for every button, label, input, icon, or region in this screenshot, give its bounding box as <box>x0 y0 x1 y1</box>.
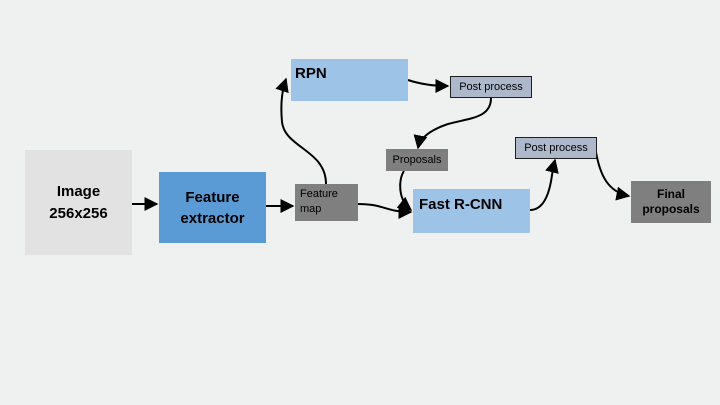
fast-rcnn-post-process-label: Post process <box>524 142 588 154</box>
final-proposals-label: Final proposals <box>642 187 700 216</box>
final-proposals-box: Final proposals <box>631 181 711 223</box>
image-input-label: Image 256x256 <box>49 182 108 222</box>
arrow-postprocess-to-proposals <box>413 97 492 150</box>
feature-extractor-box: Feature extractor <box>159 172 266 243</box>
rpn-post-process-label: Post process <box>459 81 523 93</box>
arrow-featuremap-to-rpn <box>275 77 327 185</box>
fast-rcnn-box: Fast R-CNN <box>413 189 530 233</box>
arrow-fastrcnn-to-postprocess <box>529 158 559 211</box>
feature-map-box: Feature map <box>295 184 358 221</box>
arrow-postprocess-to-final <box>595 151 631 201</box>
fast-rcnn-label: Fast R-CNN <box>419 196 503 213</box>
arrow-featuremap-to-fastrcnn <box>357 203 413 219</box>
feature-extractor-label: Feature extractor <box>180 188 245 227</box>
arrow-rpn-to-postprocess <box>407 78 450 93</box>
proposals-box: Proposals <box>386 149 448 171</box>
arrow-proposals-to-fastrcnn <box>396 170 413 211</box>
rpn-post-process-box: Post process <box>450 76 532 98</box>
feature-map-label: Feature map <box>300 188 338 215</box>
fast-rcnn-post-process-box: Post process <box>515 137 597 159</box>
rpn-label: RPN <box>295 65 327 82</box>
image-input-box: Image 256x256 <box>25 150 132 255</box>
rpn-box: RPN <box>291 59 408 101</box>
proposals-label: Proposals <box>392 154 442 166</box>
